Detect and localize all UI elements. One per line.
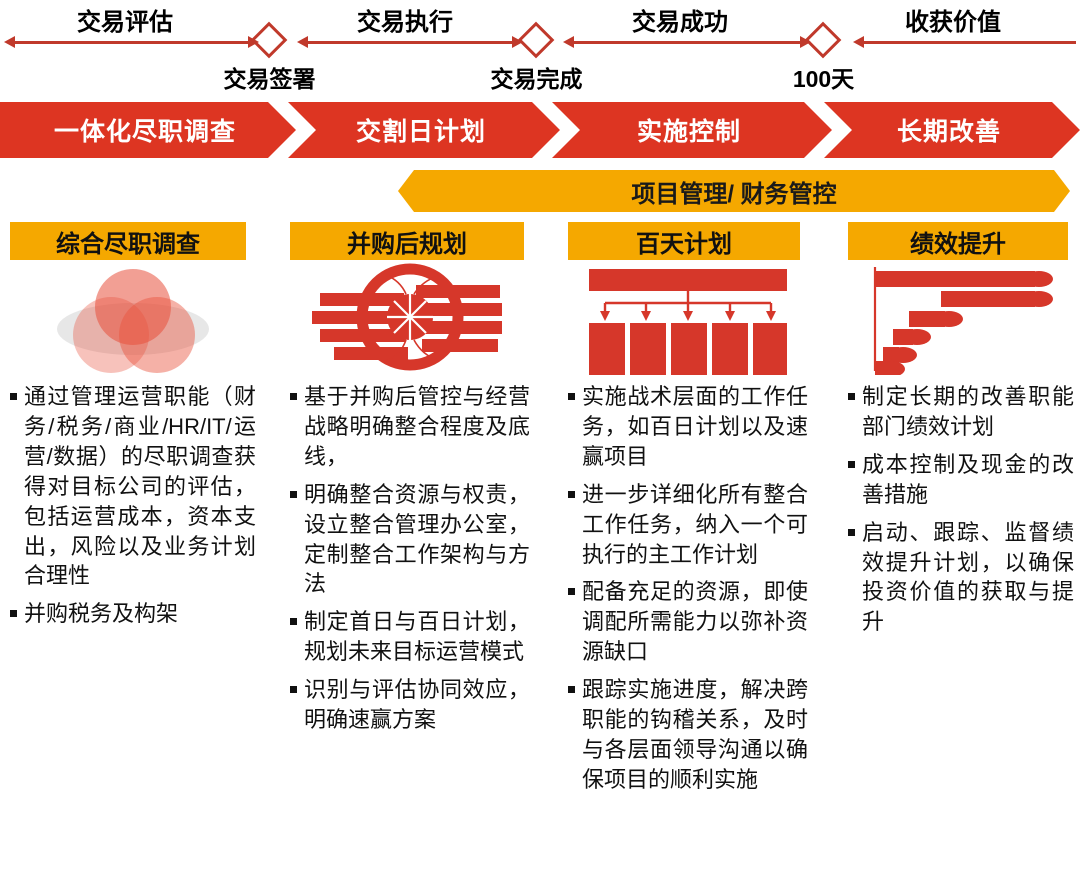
bullet-text: 成本控制及现金的改善措施 — [862, 451, 1074, 507]
column-2-header[interactable]: 并购后规划 — [290, 222, 524, 260]
bullet-text: 跟踪实施进度，解决跨职能的钩稽关系，及时与各层面领导沟通以确保项目的顺利实施 — [582, 677, 808, 792]
bullet-square-icon — [848, 393, 855, 400]
bullet-square-icon — [290, 686, 297, 694]
chevron-step-4-label: 长期改善 — [896, 118, 1001, 146]
bullet-item: 识别与评估协同效应，明确速赢方案 — [290, 675, 530, 735]
phase-label-2: 交易执行 — [357, 9, 453, 36]
bullet-text: 进一步详细化所有整合工作任务，纳入一个可执行的主工作计划 — [582, 481, 808, 567]
bullet-item: 配备充足的资源，即使调配所需能力以弥补资源缺口 — [568, 577, 808, 667]
bullet-text: 配备充足的资源，即使调配所需能力以弥补资源缺口 — [582, 579, 808, 665]
bullet-item: 通过管理运营职能（财务/税务/商业/HR/IT/运营/数据）的尽职调查获得对目标… — [10, 382, 256, 591]
column-3-bullets: 实施战术层面的工作任务，如百日计划以及速赢项目 进一步详细化所有整合工作任务，纳… — [568, 378, 808, 795]
bullet-square-icon — [568, 490, 575, 498]
project-management-band-label: 项目管理/ 财务管控 — [631, 180, 837, 208]
bullet-item: 基于并购后管控与经营战略明确整合程度及底线， — [290, 382, 530, 472]
chevron-step-2-label: 交割日计划 — [355, 118, 486, 146]
bullet-item: 实施战术层面的工作任务，如百日计划以及速赢项目 — [568, 382, 808, 472]
bullet-square-icon — [848, 528, 855, 536]
bullet-text: 基于并购后管控与经营战略明确整合程度及底线， — [304, 384, 530, 469]
phase-label-1: 交易评估 — [77, 9, 173, 36]
bullet-item: 并购税务及构架 — [10, 599, 256, 629]
bullet-text: 制定长期的改善职能部门绩效计划 — [862, 384, 1074, 439]
bullet-item: 启动、跟踪、监督绩效提升计划，以确保投资价值的获取与提升 — [848, 518, 1074, 638]
column-4: 绩效提升 — [848, 222, 1074, 645]
bullet-item: 制定首日与百日计划，规划未来目标运营模式 — [290, 607, 530, 667]
milestone-label-1: 交易签署 — [223, 66, 316, 92]
column-4-bullets: 制定长期的改善职能部门绩效计划 成本控制及现金的改善措施 启动、跟踪、监督绩效提… — [848, 378, 1074, 637]
column-1-title: 综合尽职调查 — [56, 230, 200, 258]
venn-diagram-icon — [10, 260, 256, 378]
column-3-title: 百天计划 — [636, 230, 732, 258]
column-1: 综合尽职调查 通过管理运营职能（财务/税务/商业/HR/IT/运营/数据）的尽职… — [10, 222, 256, 637]
column-4-title: 绩效提升 — [910, 230, 1006, 258]
chevron-step-3-label: 实施控制 — [636, 118, 741, 146]
column-1-header[interactable]: 综合尽职调查 — [10, 222, 246, 260]
bullet-text: 实施战术层面的工作任务，如百日计划以及速赢项目 — [582, 384, 808, 469]
column-3: 百天计划 — [568, 222, 808, 803]
waterfall-staircase-icon — [848, 260, 1074, 378]
bullet-item: 明确整合资源与权责，设立整合管理办公室，定制整合工作架构与方法 — [290, 480, 530, 600]
chevron-step-3[interactable]: 实施控制 — [552, 102, 832, 158]
bullet-square-icon — [290, 618, 297, 626]
bullet-square-icon — [10, 393, 17, 400]
chevron-step-1-label: 一体化尽职调查 — [53, 118, 236, 146]
bullet-text: 明确整合资源与权责，设立整合管理办公室，定制整合工作架构与方法 — [304, 481, 530, 597]
phase-chevron-band: 一体化尽职调查 交割日计划 实施控制 长期改善 — [0, 102, 1080, 158]
phase-label-4: 收获价值 — [905, 9, 1001, 36]
phase-label-3: 交易成功 — [632, 9, 728, 36]
column-3-header[interactable]: 百天计划 — [568, 222, 800, 260]
bullet-item: 制定长期的改善职能部门绩效计划 — [848, 382, 1074, 442]
bullet-text: 制定首日与百日计划，规划未来目标运营模式 — [304, 609, 530, 665]
bullet-text: 通过管理运营职能（财务/税务/商业/HR/IT/运营/数据）的尽职调查获得对目标… — [24, 384, 256, 589]
bullet-item: 进一步详细化所有整合工作任务，纳入一个可执行的主工作计划 — [568, 480, 808, 570]
bullet-square-icon — [10, 610, 17, 618]
project-management-band[interactable]: 项目管理/ 财务管控 — [398, 170, 1070, 212]
column-2-bullets: 基于并购后管控与经营战略明确整合程度及底线， 明确整合资源与权责，设立整合管理办… — [290, 378, 530, 735]
bullet-square-icon — [290, 393, 297, 400]
column-1-bullets: 通过管理运营职能（财务/税务/商业/HR/IT/运营/数据）的尽职调查获得对目标… — [10, 378, 256, 629]
bullet-item: 跟踪实施进度，解决跨职能的钩稽关系，及时与各层面领导沟通以确保项目的顺利实施 — [568, 675, 808, 795]
bullet-square-icon — [568, 588, 575, 596]
column-2-title: 并购后规划 — [347, 230, 467, 258]
hub-and-spokes-icon — [290, 260, 530, 378]
bullet-item: 成本控制及现金的改善措施 — [848, 450, 1074, 510]
bullet-text: 启动、跟踪、监督绩效提升计划，以确保投资价值的获取与提升 — [862, 519, 1074, 635]
chevron-step-4[interactable]: 长期改善 — [824, 102, 1080, 158]
milestone-label-2: 交易完成 — [490, 66, 583, 92]
chevron-step-1[interactable]: 一体化尽职调查 — [0, 102, 296, 158]
column-2: 并购后规划 — [290, 222, 530, 743]
bullet-square-icon — [568, 393, 575, 400]
chevron-step-2[interactable]: 交割日计划 — [288, 102, 560, 158]
bullet-square-icon — [848, 460, 855, 468]
bullet-text: 识别与评估协同效应，明确速赢方案 — [304, 677, 530, 733]
bullet-square-icon — [290, 490, 297, 498]
column-4-header[interactable]: 绩效提升 — [848, 222, 1068, 260]
bullet-square-icon — [568, 686, 575, 694]
timeline-band: 交易评估 交易执行 交易成功 收获价值 交易签署 — [0, 0, 1080, 96]
bullet-text: 并购税务及构架 — [24, 601, 179, 627]
org-breakdown-icon — [568, 260, 808, 378]
milestone-label-3: 100天 — [792, 66, 855, 92]
